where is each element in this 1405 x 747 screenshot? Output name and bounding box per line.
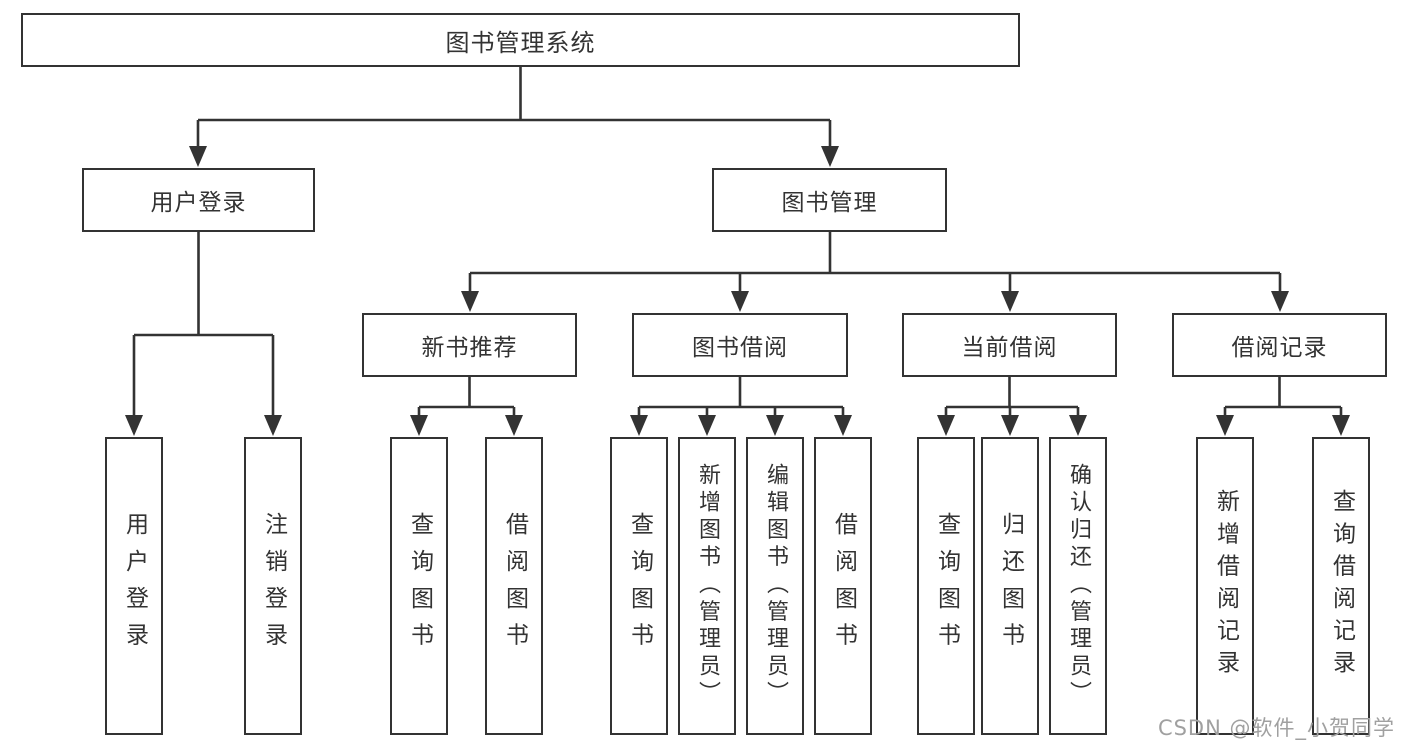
node-borrow-record: 借阅记录	[1172, 313, 1387, 377]
arrowhead	[505, 415, 523, 436]
node-label: 确认归还（管理员）	[1066, 463, 1091, 709]
node-label: 编辑图书（管理员）	[763, 463, 788, 709]
arrowhead	[766, 415, 784, 436]
arrowhead	[1001, 415, 1019, 436]
node-leaf-borrow-books-2: 借阅图书	[814, 437, 872, 735]
edge-book-management-children	[468, 232, 1282, 293]
node-label: 查询图书	[406, 512, 433, 660]
arrowhead	[834, 415, 852, 436]
node-label: 图书管理系统	[445, 28, 596, 57]
arrowhead	[1069, 415, 1087, 436]
node-label: 用户登录	[150, 190, 247, 216]
arrowhead	[1216, 415, 1234, 436]
arrowhead	[1332, 415, 1350, 436]
node-book-borrow: 图书借阅	[632, 313, 848, 377]
node-label: 查询图书	[933, 512, 960, 660]
arrowhead	[630, 415, 648, 436]
node-label: 查询借阅记录	[1328, 489, 1355, 683]
node-leaf-add-borrow-record: 新增借阅记录	[1196, 437, 1254, 735]
node-book-management: 图书管理	[712, 168, 947, 232]
node-leaf-user-login: 用户登录	[105, 437, 163, 735]
node-label: 借阅记录	[1231, 335, 1328, 361]
edge-book-borrow-children	[637, 377, 845, 418]
node-label: 借阅图书	[501, 512, 528, 660]
edge-root-to-level2	[196, 67, 832, 148]
arrowhead	[125, 415, 143, 436]
csdn-watermark: CSDN @软件_小贺同学	[1157, 716, 1395, 740]
node-label: 新增图书（管理员）	[695, 463, 720, 709]
node-leaf-query-borrow-record: 查询借阅记录	[1312, 437, 1370, 735]
node-library-management-system: 图书管理系统	[21, 13, 1020, 67]
node-current-borrow: 当前借阅	[902, 313, 1117, 377]
edge-new-book-children	[417, 377, 516, 418]
arrowhead	[410, 415, 428, 436]
arrowhead	[937, 415, 955, 436]
node-label: 当前借阅	[961, 335, 1058, 361]
node-leaf-borrow-books-1: 借阅图书	[485, 437, 543, 735]
node-leaf-confirm-return-admin: 确认归还（管理员）	[1049, 437, 1107, 735]
node-label: 新书推荐	[421, 335, 518, 361]
node-label: 图书管理	[781, 190, 878, 216]
edge-borrow-record-children	[1223, 377, 1343, 418]
edge-user-login-children	[132, 232, 275, 418]
node-leaf-add-books-admin: 新增图书（管理员）	[678, 437, 736, 735]
arrowhead	[1271, 291, 1289, 312]
node-label: 用户登录	[121, 512, 148, 660]
node-label: 图书借阅	[692, 335, 788, 361]
node-label: 查询图书	[626, 512, 653, 660]
arrowhead	[698, 415, 716, 436]
arrowhead	[264, 415, 282, 436]
node-leaf-query-books-1: 查询图书	[390, 437, 448, 735]
arrowhead	[821, 146, 839, 167]
node-label: 归还图书	[997, 512, 1024, 660]
arrowhead	[1001, 291, 1019, 312]
node-leaf-query-books-2: 查询图书	[610, 437, 668, 735]
node-leaf-edit-books-admin: 编辑图书（管理员）	[746, 437, 804, 735]
arrowhead	[461, 291, 479, 312]
node-leaf-logout: 注销登录	[244, 437, 302, 735]
node-label: 新增借阅记录	[1212, 489, 1239, 683]
node-leaf-query-books-3: 查询图书	[917, 437, 975, 735]
node-new-book-recommend: 新书推荐	[362, 313, 577, 377]
arrowhead	[189, 146, 207, 167]
node-label: 借阅图书	[830, 512, 857, 660]
arrowhead	[731, 291, 749, 312]
node-user-login: 用户登录	[82, 168, 315, 232]
node-label: 注销登录	[260, 512, 287, 660]
edge-current-borrow-children	[944, 377, 1080, 418]
node-leaf-return-books: 归还图书	[981, 437, 1039, 735]
